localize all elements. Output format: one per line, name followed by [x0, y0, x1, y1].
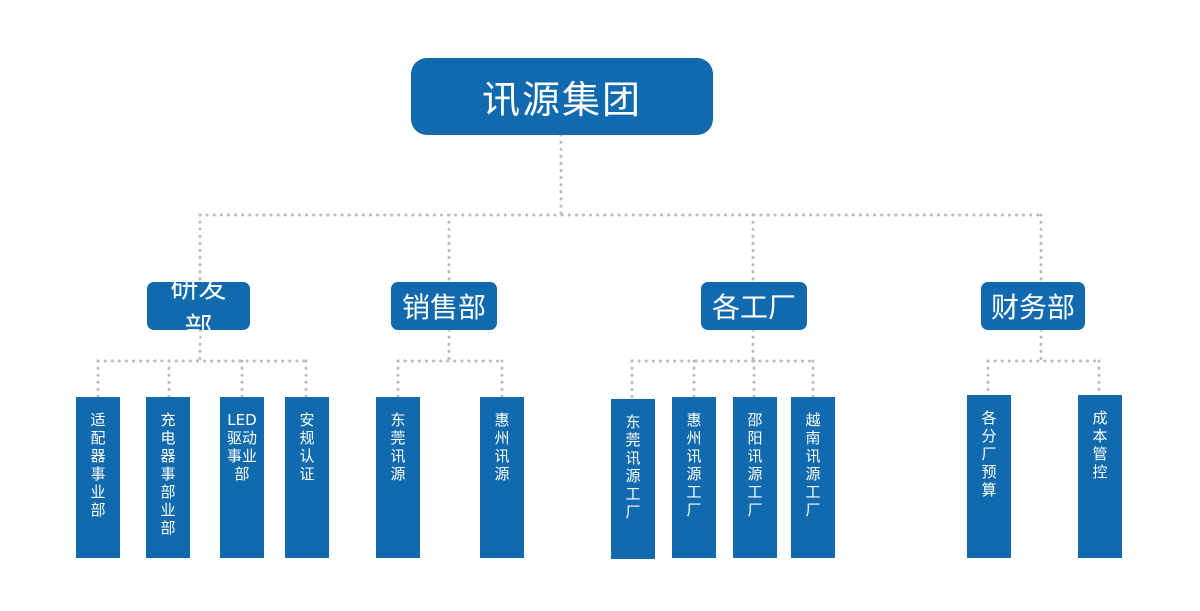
unit-label: 各分厂预算	[981, 409, 997, 499]
dept-label: 销售部	[401, 291, 486, 324]
unit-led-driver: LED驱动事业部	[220, 397, 264, 558]
dept-sales: 销售部	[391, 282, 497, 330]
unit-branch-budget: 各分厂预算	[967, 395, 1011, 558]
dept-label: 财务部	[991, 291, 1076, 324]
unit-label: LED驱动事业部	[227, 411, 258, 483]
unit-label: 充电器事部业部	[160, 411, 176, 537]
unit-cost-control: 成本管控	[1078, 395, 1122, 558]
root-title: 讯源集团	[481, 78, 642, 122]
unit-charger: 充电器事部业部	[146, 397, 190, 558]
unit-label: 越南讯源工厂	[805, 411, 821, 519]
unit-safety-cert: 安规认证	[285, 397, 329, 558]
unit-vietnam-factory: 越南讯源工厂	[791, 397, 835, 558]
dept-rnd: 研发部	[147, 271, 250, 344]
unit-shaoyang-factory: 邵阳讯源工厂	[733, 397, 777, 558]
unit-label: 东莞讯源工厂	[625, 413, 641, 521]
connector-d4-leaf	[986, 359, 1101, 399]
dept-factories: 各工厂	[701, 282, 807, 330]
dept-label: 研发部	[170, 271, 227, 344]
connector-d1-leaf	[96, 359, 308, 399]
unit-label: 惠州讯源工厂	[686, 411, 702, 519]
unit-huizhou-factory: 惠州讯源工厂	[672, 397, 716, 558]
unit-label: 安规认证	[299, 411, 315, 483]
unit-dongguan-sales: 东莞讯源	[376, 397, 420, 558]
unit-label: 适配器事业部	[90, 411, 106, 519]
unit-label: 成本管控	[1092, 409, 1108, 481]
root-node: 讯源集团	[411, 58, 713, 135]
dept-label: 各工厂	[711, 291, 796, 324]
unit-label: 东莞讯源	[390, 411, 406, 483]
connector-d2-leaf	[396, 359, 504, 399]
unit-label: 惠州讯源	[494, 411, 510, 483]
dept-finance: 财务部	[981, 282, 1085, 330]
unit-huizhou-sales: 惠州讯源	[480, 397, 524, 558]
unit-label: 邵阳讯源工厂	[747, 411, 763, 519]
connector-d3-leaf	[630, 359, 815, 399]
unit-adapter: 适配器事业部	[76, 397, 120, 558]
unit-dongguan-factory: 东莞讯源工厂	[611, 399, 655, 559]
